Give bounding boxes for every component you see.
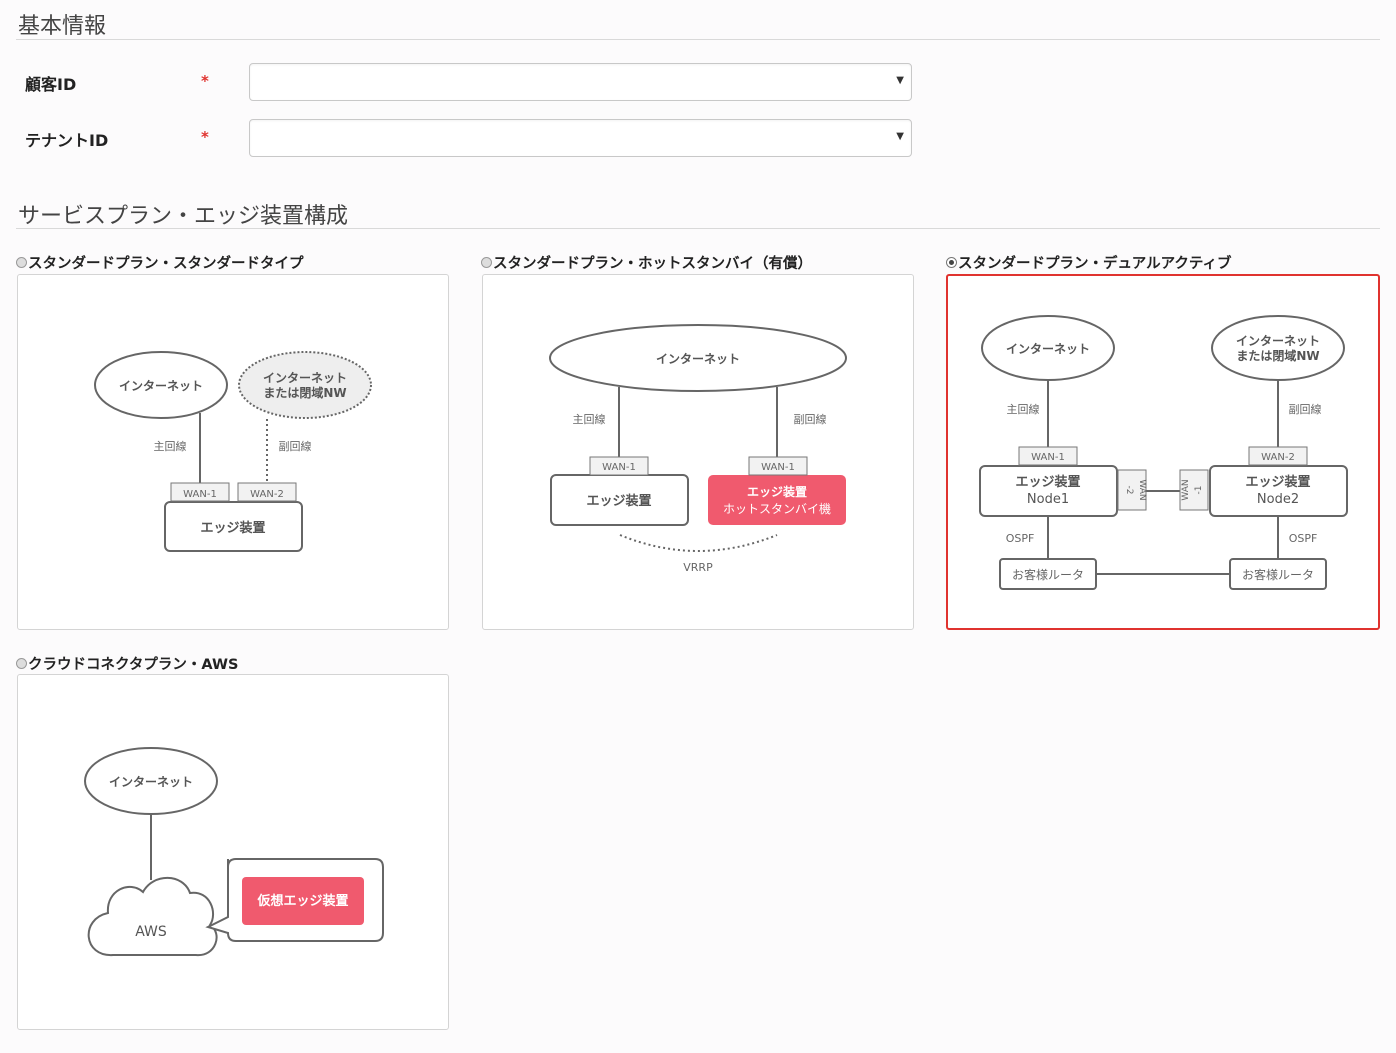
chevron-down-icon: ▼ xyxy=(896,131,904,142)
wan2-label: WAN-2 xyxy=(250,489,284,500)
diagram-cloud-connector-aws: インターネット 仮想エッジ装置 AWS xyxy=(84,747,384,957)
section-divider xyxy=(16,39,1380,40)
radio-button-checked[interactable] xyxy=(946,257,957,268)
edge-device-label: エッジ装置 xyxy=(200,520,265,536)
diagram-hot-standby: インターネット エッジ装置 エッジ装置 ホットスタンバイ機 主回線 副回線 WA… xyxy=(549,324,847,574)
radio-button[interactable] xyxy=(481,257,492,268)
plan-option-cloud-connector-aws[interactable]: クラウドコネクタプラン・AWS xyxy=(16,653,238,674)
internet-or-closed-label-2: または閉域NW xyxy=(263,385,346,400)
chevron-down-icon: ▼ xyxy=(896,75,904,86)
plan-label: スタンダードプラン・スタンダードタイプ xyxy=(28,256,304,272)
wan1-label: WAN-1 xyxy=(1031,452,1065,463)
vrrp-label: VRRP xyxy=(683,561,713,574)
edge-standby-label: エッジ装置 xyxy=(747,484,807,499)
aws-label: AWS xyxy=(135,924,167,940)
wan1-side-label-2: -1 xyxy=(1194,486,1204,495)
plan-card-dual-active[interactable]: インターネット インターネット または閉域NW エッジ装置 エッジ装置 Node… xyxy=(946,274,1380,630)
node2-title: エッジ装置 xyxy=(1245,474,1310,490)
internet-or-closed-label: インターネット xyxy=(1236,334,1320,348)
hot-standby-label: ホットスタンバイ機 xyxy=(723,501,831,516)
internet-label: インターネット xyxy=(109,775,193,789)
internet-label: インターネット xyxy=(1006,342,1090,356)
plan-label: スタンダードプラン・ホットスタンバイ（有償） xyxy=(493,256,812,272)
main-line-label: 主回線 xyxy=(1007,402,1040,416)
radio-button[interactable] xyxy=(16,257,27,268)
wan2-side-label: WAN xyxy=(1137,479,1147,500)
plan-card-hot-standby[interactable]: インターネット エッジ装置 エッジ装置 ホットスタンバイ機 主回線 副回線 WA… xyxy=(482,274,914,630)
section-divider xyxy=(16,228,1380,229)
plan-option-hot-standby[interactable]: スタンダードプラン・ホットスタンバイ（有償） xyxy=(481,252,812,273)
internet-or-closed-label-2: または閉域NW xyxy=(1236,348,1319,363)
diagram-dual-active: インターネット インターネット または閉域NW エッジ装置 エッジ装置 Node… xyxy=(979,315,1348,590)
wan1-side-label: WAN xyxy=(1181,479,1191,500)
section-title-service-plan: サービスプラン・エッジ装置構成 xyxy=(18,204,349,229)
required-mark: * xyxy=(201,128,209,146)
required-mark: * xyxy=(201,72,209,90)
internet-or-closed-label: インターネット xyxy=(263,371,347,385)
wan1-label: WAN-1 xyxy=(183,489,217,500)
radio-button[interactable] xyxy=(16,658,27,669)
tenant-id-select[interactable]: ▼ xyxy=(249,119,912,157)
customer-router-right: お客様ルータ xyxy=(1242,567,1314,582)
internet-label: インターネット xyxy=(119,379,203,393)
plan-label: スタンダードプラン・デュアルアクティブ xyxy=(958,256,1232,272)
plan-card-cloud-connector-aws[interactable]: インターネット 仮想エッジ装置 AWS xyxy=(17,674,449,1030)
node1-title: エッジ装置 xyxy=(1015,474,1080,490)
main-line-label: 主回線 xyxy=(154,439,187,453)
ospf-label-right: OSPF xyxy=(1289,532,1318,545)
wan2-label: WAN-2 xyxy=(1261,452,1295,463)
sub-line-label: 副回線 xyxy=(794,412,827,426)
plan-label: クラウドコネクタプラン・AWS xyxy=(28,657,239,673)
section-title-basic-info: 基本情報 xyxy=(18,14,107,39)
sub-line-label: 副回線 xyxy=(1289,402,1322,416)
customer-id-label: 顧客ID xyxy=(25,75,77,94)
main-line-label: 主回線 xyxy=(573,412,606,426)
node1-name: Node1 xyxy=(1027,492,1069,507)
plan-card-standard-type[interactable]: インターネット インターネット または閉域NW エッジ装置 主回線 副回線 WA… xyxy=(17,274,449,630)
edge-device-label: エッジ装置 xyxy=(586,493,651,509)
wan2-side-label-2: -2 xyxy=(1124,486,1134,495)
plan-option-standard-type[interactable]: スタンダードプラン・スタンダードタイプ xyxy=(16,252,304,273)
customer-id-select[interactable]: ▼ xyxy=(249,63,912,101)
internet-label: インターネット xyxy=(656,352,740,366)
ospf-label-left: OSPF xyxy=(1006,532,1035,545)
sub-line-label: 副回線 xyxy=(279,439,312,453)
wan1-label: WAN-1 xyxy=(761,462,795,473)
virtual-edge-label: 仮想エッジ装置 xyxy=(256,893,348,909)
diagram-standard-type: インターネット インターネット または閉域NW エッジ装置 主回線 副回線 WA… xyxy=(94,351,372,552)
node2-name: Node2 xyxy=(1257,492,1299,507)
customer-router-left: お客様ルータ xyxy=(1012,567,1084,582)
plan-option-dual-active[interactable]: スタンダードプラン・デュアルアクティブ xyxy=(946,252,1231,273)
tenant-id-label: テナントID xyxy=(25,131,109,150)
wan1-label: WAN-1 xyxy=(602,462,636,473)
